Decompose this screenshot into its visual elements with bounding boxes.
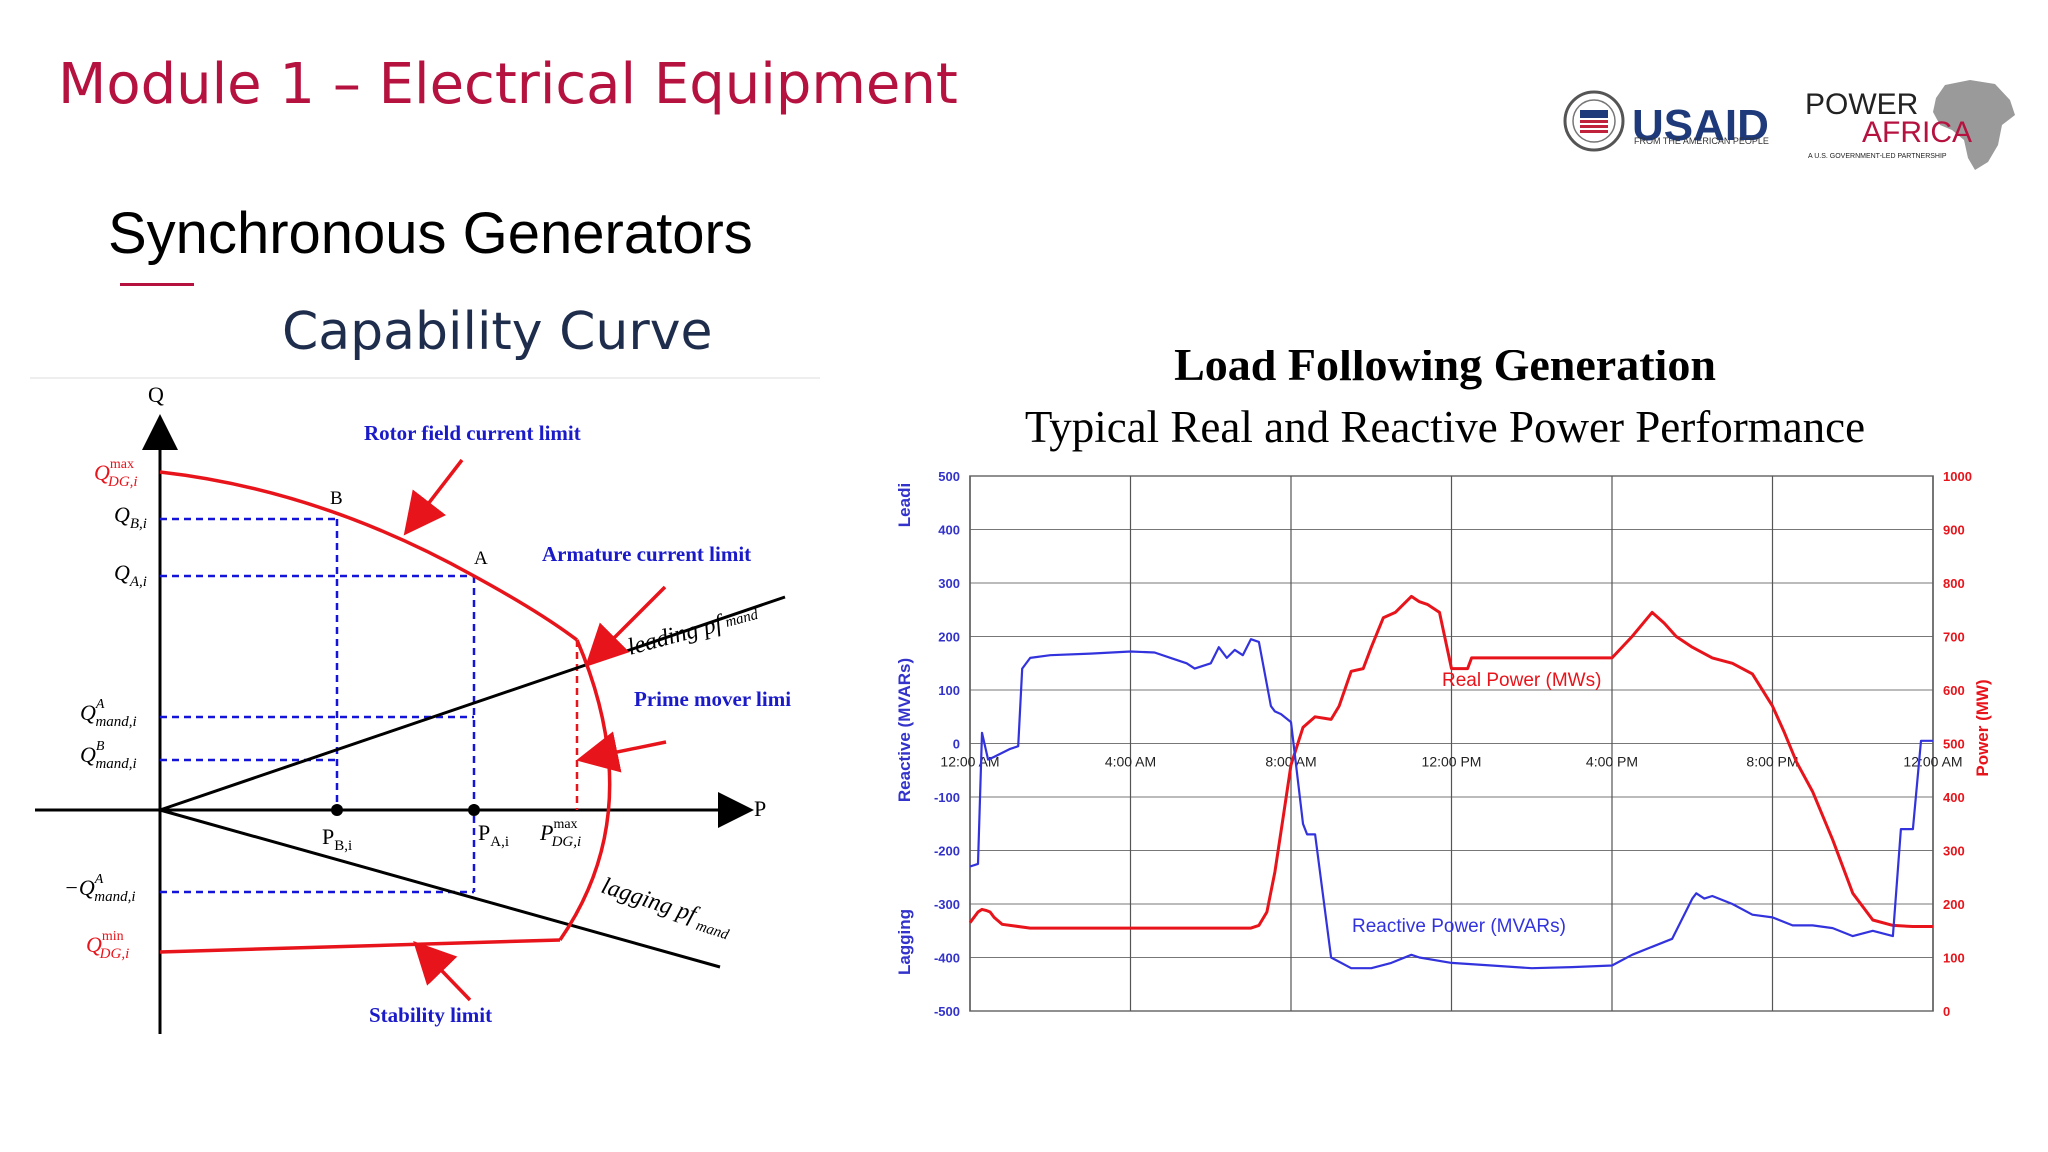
lagging-pf-line bbox=[159, 808, 721, 969]
rotor-arrow bbox=[403, 458, 464, 536]
right-tick-label: 500 bbox=[1943, 737, 1965, 752]
chart-subtitle: Typical Real and Reactive Power Performa… bbox=[1025, 402, 1865, 452]
power-africa-tagline: A U.S. GOVERNMENT-LED PARTNERSHIP bbox=[1808, 153, 1947, 160]
title-accent-line bbox=[120, 283, 194, 286]
point-pa bbox=[468, 804, 480, 816]
left-axis-bottom-label: Lagging bbox=[895, 909, 914, 975]
logos-svg: USAID FROM THE AMERICAN PEOPLE POWER AFR… bbox=[1563, 80, 2015, 170]
usaid-seal-icon bbox=[1563, 90, 1625, 152]
dashed-guides bbox=[160, 517, 476, 894]
rotor-field-limit-curve bbox=[159, 470, 579, 642]
stability-limit-line bbox=[159, 938, 561, 954]
right-tick-label: 800 bbox=[1943, 576, 1965, 591]
capability-curve-diagram: Q P B A Rotor field cu bbox=[30, 372, 830, 1057]
power-africa-line2: AFRICA bbox=[1862, 116, 1972, 149]
x-tick-label: 12:00 AM bbox=[940, 754, 999, 770]
armature-limit-curve bbox=[558, 639, 612, 941]
right-tick-label: 400 bbox=[1943, 790, 1965, 805]
right-tick-label: 300 bbox=[1943, 844, 1965, 859]
chart-series bbox=[968, 594, 1933, 970]
stability-limit-label: Stability limit bbox=[369, 1003, 492, 1027]
right-tick-label: 700 bbox=[1943, 630, 1965, 645]
armature-arrow bbox=[585, 585, 667, 667]
prime-mover-arrow bbox=[576, 731, 667, 773]
lagging-pf-label: lagging pfmand bbox=[597, 873, 735, 944]
left-tick-label: 300 bbox=[938, 576, 960, 591]
left-tick-label: -200 bbox=[934, 844, 960, 859]
qa-label: QA,i bbox=[114, 560, 147, 590]
left-tick-label: -500 bbox=[934, 1004, 960, 1019]
left-tick-label: 200 bbox=[938, 630, 960, 645]
reactive-power-series-label: Reactive Power (MVARs) bbox=[1352, 916, 1566, 937]
section-title: Synchronous Generators bbox=[108, 201, 753, 266]
module-title: Module 1 – Electrical Equipment bbox=[58, 52, 958, 117]
left-tick-label: 500 bbox=[938, 469, 960, 484]
leading-pf-line bbox=[159, 595, 786, 812]
left-tick-label: -400 bbox=[934, 951, 960, 966]
right-tick-label: 0 bbox=[1943, 1004, 1950, 1019]
left-tick-label: 100 bbox=[938, 683, 960, 698]
logo-strip: USAID FROM THE AMERICAN PEOPLE POWER AFR… bbox=[1540, 70, 2020, 185]
x-tick-label: 4:00 AM bbox=[1105, 754, 1156, 770]
load-following-svg: Load Following Generation Typical Real a… bbox=[895, 339, 1992, 1019]
q-axis-label: Q bbox=[148, 382, 164, 407]
chart-grid bbox=[969, 475, 1934, 1012]
capability-curve-title: Capability Curve bbox=[282, 302, 713, 362]
prime-mover-limit-label: Prime mover limi bbox=[634, 687, 791, 711]
point-a-label: A bbox=[474, 548, 488, 569]
leading-pf-label: leading pfmand bbox=[625, 601, 762, 661]
qb-label: QB,i bbox=[114, 502, 147, 532]
load-following-chart: Load Following Generation Typical Real a… bbox=[880, 339, 2000, 1035]
real-power-line bbox=[968, 594, 1933, 930]
capability-curve-svg: Q P B A Rotor field cu bbox=[30, 377, 820, 1034]
left-axis-top-label: Leadi bbox=[895, 483, 914, 527]
right-tick-label: 600 bbox=[1943, 683, 1965, 698]
usaid-wordmark: USAID bbox=[1632, 101, 1769, 150]
left-tick-label: -300 bbox=[934, 897, 960, 912]
x-tick-label: 12:00 PM bbox=[1422, 754, 1482, 770]
right-axis-label: Power (MW) bbox=[1973, 679, 1992, 776]
stability-arrow bbox=[413, 940, 472, 1002]
right-tick-label: 900 bbox=[1943, 523, 1965, 538]
pa-label: PA,i bbox=[478, 820, 509, 850]
left-axis-label: Reactive (MVARs) bbox=[895, 658, 914, 802]
reactive-power-line bbox=[969, 638, 1933, 970]
point-pb bbox=[331, 804, 343, 816]
left-tick-label: 0 bbox=[953, 737, 960, 752]
x-tick-label: 12:00 AM bbox=[1903, 754, 1962, 770]
usaid-tagline: FROM THE AMERICAN PEOPLE bbox=[1634, 136, 1769, 146]
africa-map-icon bbox=[1933, 80, 2015, 170]
left-tick-label: 400 bbox=[938, 523, 960, 538]
real-power-series-label: Real Power (MWs) bbox=[1442, 670, 1601, 691]
right-tick-label: 1000 bbox=[1943, 469, 1972, 484]
point-b-label: B bbox=[330, 488, 343, 509]
armature-limit-label: Armature current limit bbox=[542, 542, 751, 566]
left-tick-label: -100 bbox=[934, 790, 960, 805]
x-tick-label: 8:00 PM bbox=[1746, 754, 1798, 770]
p-axis-label: P bbox=[754, 796, 766, 821]
x-tick-label: 4:00 PM bbox=[1586, 754, 1638, 770]
rotor-limit-label: Rotor field current limit bbox=[364, 421, 581, 445]
left-axis-ticks: 500 400 300 200 100 0 -100 -200 -300 -400 -500 bbox=[934, 469, 960, 1019]
right-tick-label: 100 bbox=[1943, 951, 1965, 966]
right-tick-label: 200 bbox=[1943, 897, 1965, 912]
pb-label: PB,i bbox=[322, 824, 352, 854]
power-africa-line1: POWER bbox=[1805, 88, 1918, 121]
chart-title: Load Following Generation bbox=[1174, 350, 1716, 390]
